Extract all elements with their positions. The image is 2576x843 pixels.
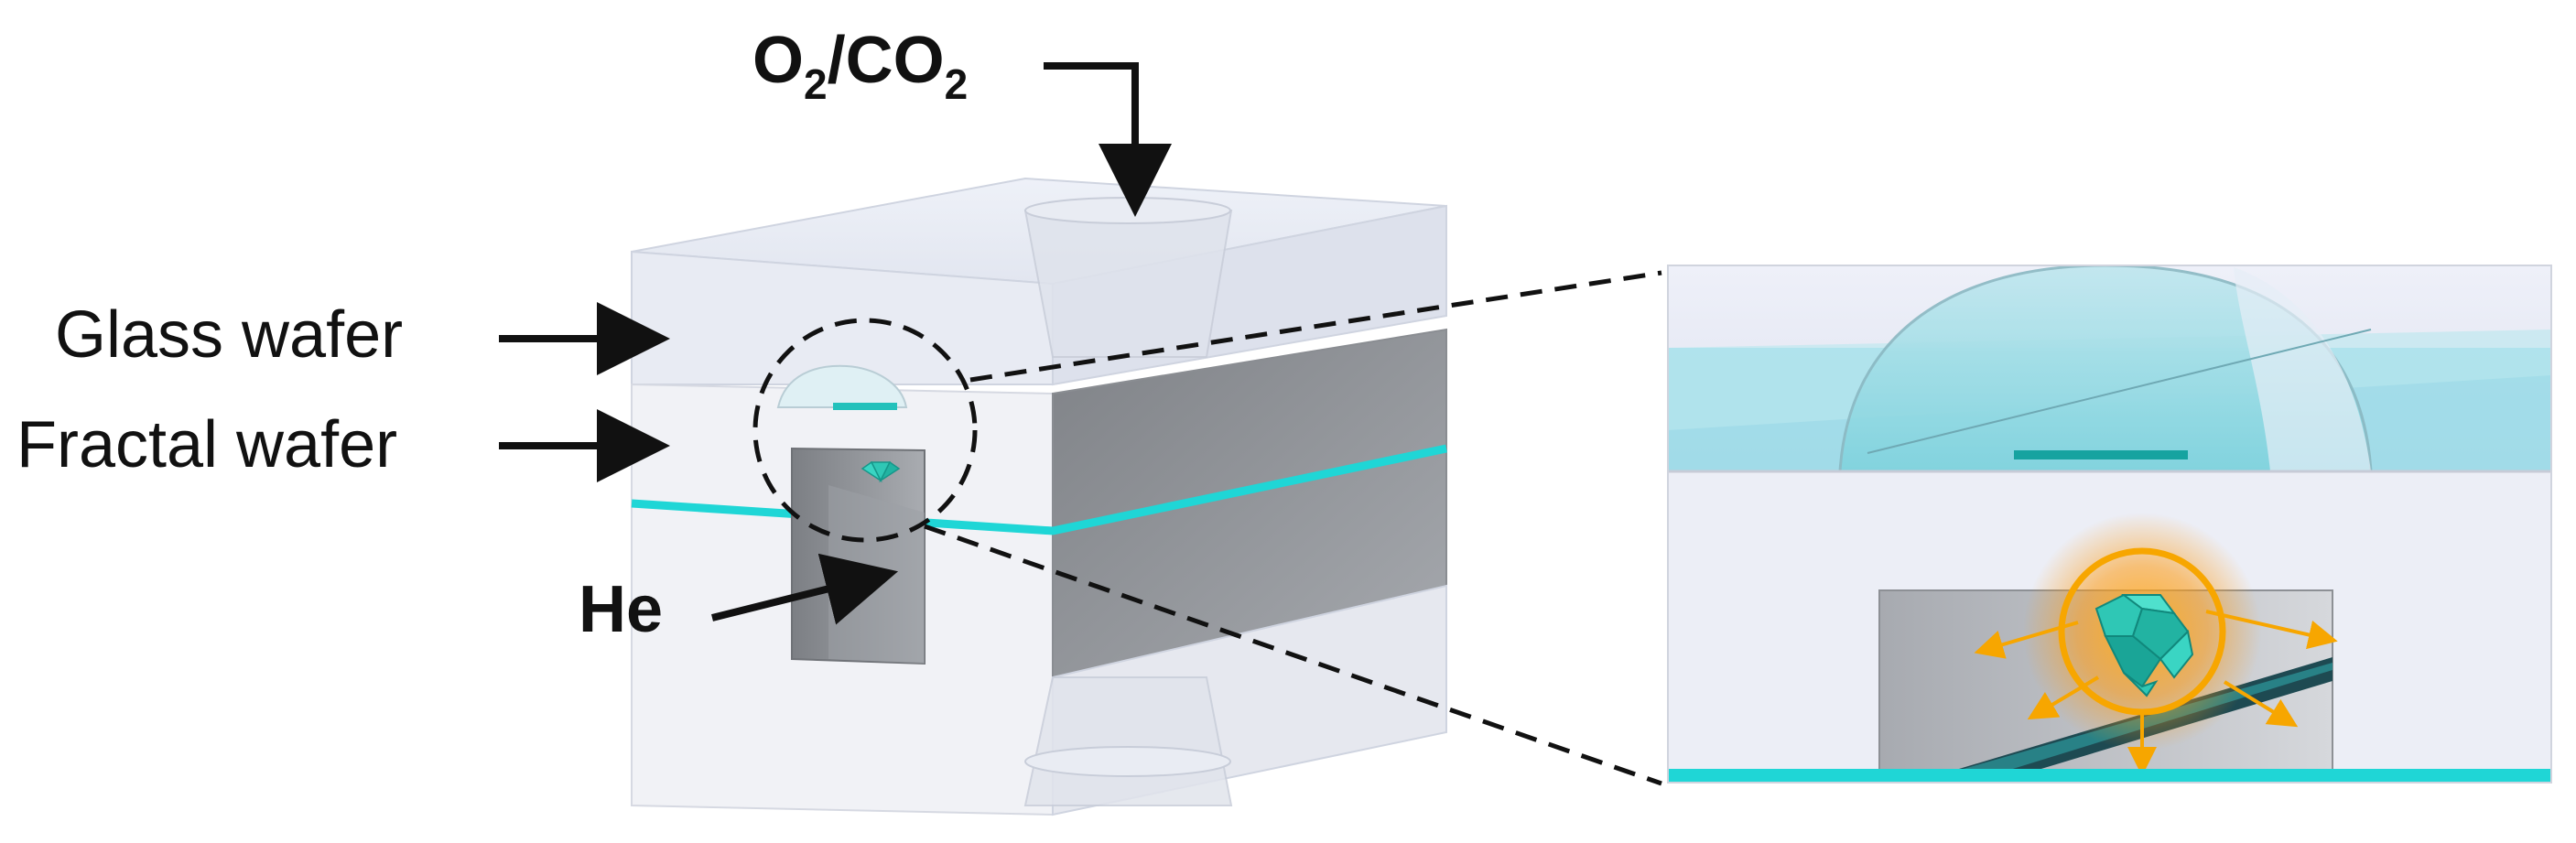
zoom-inset	[1668, 265, 2551, 783]
inset-crystal	[2094, 593, 2194, 697]
helium-label: He	[579, 573, 663, 646]
inset-dome-highlight	[2234, 267, 2371, 471]
inset-dome-channel	[2014, 450, 2188, 459]
inset-glow-ring	[2058, 547, 2226, 716]
gas-inlet-main: O	[752, 24, 804, 97]
zoom-inset-frame	[1667, 265, 2552, 784]
cyan-channel	[631, 444, 1447, 535]
gas-inlet-slash: /CO	[828, 24, 945, 97]
inset-emission-arrows	[1974, 610, 2338, 776]
glass-wafer-label: Glass wafer	[55, 298, 403, 372]
inset-bottom-channel	[1668, 769, 2551, 783]
gas-inlet-label: O2/CO2	[752, 24, 968, 108]
outlet-funnel	[1023, 676, 1233, 806]
zoom-connector-bottom	[924, 524, 1662, 786]
small-dome	[776, 364, 908, 408]
fractal-wafer-label: Fractal wafer	[16, 408, 397, 481]
gas-inlet-sub2: 2	[945, 60, 969, 108]
gas-inlet-arrow	[1044, 62, 1172, 217]
device-3d	[631, 177, 1447, 816]
inset-dome-diagonal	[1867, 329, 2372, 454]
gas-inlet-sub1: 2	[804, 60, 828, 108]
inlet-funnel-rim	[1024, 197, 1231, 224]
helium-arrow	[711, 553, 899, 625]
zoom-connector-top	[969, 270, 1662, 383]
focus-circle	[752, 318, 978, 543]
he-cavity-inner	[828, 485, 925, 664]
inlet-funnel	[1023, 210, 1233, 358]
outlet-funnel-rim	[1024, 746, 1231, 777]
small-dome-channel	[833, 403, 897, 410]
crystal-small	[860, 460, 901, 483]
